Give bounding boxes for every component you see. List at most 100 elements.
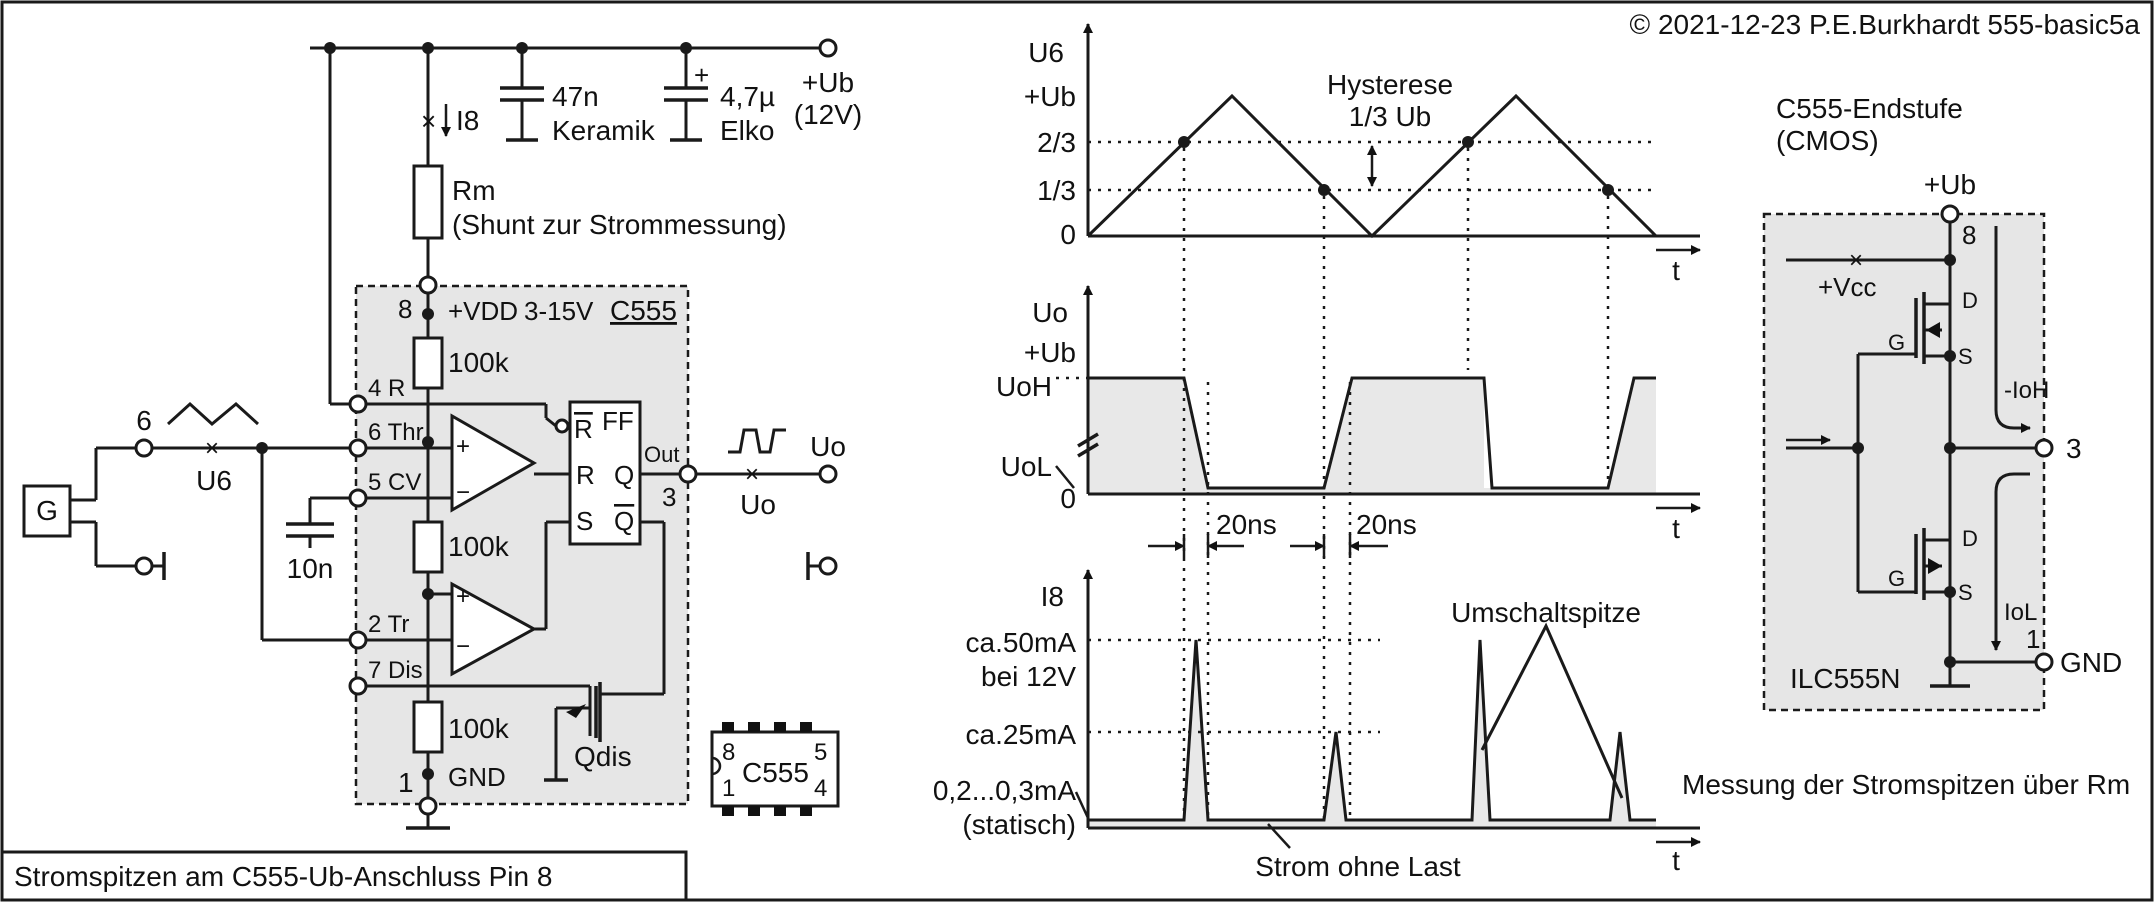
out-label: Out bbox=[644, 442, 679, 467]
hyst-line2: 1/3 Ub bbox=[1349, 101, 1432, 132]
stage-pin8: 8 bbox=[1962, 220, 1976, 250]
chip-name: C555 bbox=[610, 295, 677, 326]
ff-s: S bbox=[576, 506, 593, 536]
u6-tick-ub: +Ub bbox=[1024, 81, 1076, 112]
cap2-type: Elko bbox=[720, 115, 774, 146]
copyright-text: © 2021-12-23 P.E.Burkhardt 555-basic5a bbox=[1630, 9, 2141, 40]
u6-triangle-icon bbox=[166, 401, 260, 426]
cap1-type: Keramik bbox=[552, 115, 656, 146]
ioh-arrow bbox=[1994, 226, 2031, 433]
pkg-pin8: 8 bbox=[722, 739, 735, 766]
stage-ioh: -IoH bbox=[2004, 377, 2049, 404]
comp2-minus: − bbox=[456, 633, 470, 660]
gnd-label: GND bbox=[448, 762, 506, 792]
vdd-pin: 8 bbox=[398, 294, 412, 324]
nmos-transistor bbox=[1914, 528, 1956, 600]
ff-r: R bbox=[576, 460, 595, 490]
cap-47n bbox=[500, 48, 544, 142]
divider-res-bot bbox=[412, 700, 444, 754]
u6-tick-13: 1/3 bbox=[1037, 175, 1076, 206]
vdd-label: +VDD bbox=[448, 296, 518, 326]
caption-text: Stromspitzen am C555-Ub-Anschluss Pin 8 bbox=[14, 861, 552, 892]
divider-res-top bbox=[412, 336, 444, 390]
gen-node: 6 bbox=[136, 405, 152, 436]
u6-tick-0: 0 bbox=[1060, 219, 1076, 250]
pin5-label: 5 CV bbox=[368, 469, 421, 496]
stage-chip: ILC555N bbox=[1790, 663, 1901, 694]
uo-below-label: Uo bbox=[740, 489, 776, 520]
vdd-range: 3-15V bbox=[524, 296, 594, 326]
circuit-schematic: +Ub (12V) 47n Keramik + 4,7µ Elko × I8 R… bbox=[22, 38, 862, 830]
uo-tick-uoh: UoH bbox=[996, 371, 1052, 402]
i8-static2-label: (statisch) bbox=[962, 809, 1076, 840]
stage-supply: +Ub bbox=[1924, 169, 1976, 200]
s-top: S bbox=[1958, 344, 1973, 369]
supply-terminal bbox=[818, 38, 838, 58]
stage-vcc: +Vcc bbox=[1818, 272, 1877, 302]
cap-cv-label: 10n bbox=[287, 553, 334, 584]
comp1-minus: − bbox=[456, 479, 470, 506]
flip-flop bbox=[568, 400, 642, 546]
ff-q: Q bbox=[614, 460, 634, 490]
uo-tick-uol: UoL bbox=[1001, 451, 1052, 482]
pkg-pin4: 4 bbox=[814, 775, 827, 802]
t-label-2: t bbox=[1672, 513, 1680, 544]
supply-label: +Ub bbox=[802, 67, 854, 98]
stage-title1: C555-Endstufe bbox=[1776, 93, 1963, 124]
pkg-pin1: 1 bbox=[722, 775, 735, 802]
uo-tick-0: 0 bbox=[1060, 483, 1076, 514]
i8-mid-label: ca.25mA bbox=[966, 719, 1077, 750]
pin7-label: 7 Dis bbox=[368, 657, 423, 684]
pkg-name: C555 bbox=[742, 757, 809, 788]
uo-square-wave bbox=[1088, 376, 1656, 490]
t-label-3: t bbox=[1672, 845, 1680, 876]
i8-axis-label: I8 bbox=[1041, 581, 1064, 612]
res-bot-label: 100k bbox=[448, 713, 510, 744]
d-bot: D bbox=[1962, 526, 1978, 551]
ff-label: FF bbox=[602, 406, 634, 436]
ff-qbar: Q bbox=[614, 506, 634, 536]
hyst-line1: Hysterese bbox=[1327, 69, 1453, 100]
i8-peak2-label: bei 12V bbox=[981, 661, 1076, 692]
qdis-transistor bbox=[544, 682, 602, 782]
divider-res-mid bbox=[412, 520, 444, 574]
no-load-label: Strom ohne Last bbox=[1255, 851, 1461, 882]
current-label: I8 bbox=[456, 105, 479, 136]
uo-tick-ub: +Ub bbox=[1024, 337, 1076, 368]
shunt-name: Rm bbox=[452, 175, 496, 206]
u6-tick-23: 2/3 bbox=[1037, 127, 1076, 158]
u6-axis-label: U6 bbox=[1028, 37, 1064, 68]
g-bot: G bbox=[1888, 566, 1905, 591]
uo-cross: × bbox=[745, 461, 759, 488]
gnd-pin: 1 bbox=[398, 767, 414, 798]
generator-label: G bbox=[36, 495, 58, 526]
spike-label: Umschaltspitze bbox=[1451, 597, 1641, 628]
pkg-pin5: 5 bbox=[814, 739, 827, 766]
rise-time-label: 20ns bbox=[1216, 509, 1277, 540]
comparator-tr bbox=[450, 581, 538, 677]
out-pin: 3 bbox=[662, 482, 676, 512]
stage-area bbox=[1762, 212, 2046, 712]
stage-pin3: 3 bbox=[2066, 433, 2082, 464]
measure-note: Messung der Stromspitzen über Rm bbox=[1682, 769, 2130, 800]
stage-pin1: 1 bbox=[2026, 624, 2040, 654]
shunt-desc: (Shunt zur Strommessung) bbox=[452, 209, 787, 240]
fall-time-label: 20ns bbox=[1356, 509, 1417, 540]
pin6-label: 6 Thr bbox=[368, 419, 424, 446]
stage-iol: IoL bbox=[2004, 599, 2037, 626]
u6-cross: × bbox=[205, 435, 219, 462]
vcc-cross: × bbox=[1849, 247, 1863, 274]
pin2-label: 2 Tr bbox=[368, 611, 409, 638]
spike-pointer bbox=[1480, 622, 1624, 799]
pin4-label: 4 R bbox=[368, 375, 405, 402]
cap2-polarity: + bbox=[694, 60, 709, 90]
iol-arrow bbox=[1991, 472, 2030, 651]
g-top: G bbox=[1888, 330, 1905, 355]
comp2-plus: + bbox=[456, 583, 470, 610]
i8-peak-label: ca.50mA bbox=[966, 627, 1077, 658]
d-top: D bbox=[1962, 288, 1978, 313]
generator-box bbox=[22, 484, 72, 538]
comparator-thr bbox=[450, 413, 538, 513]
i8-current-wave bbox=[1088, 639, 1656, 822]
